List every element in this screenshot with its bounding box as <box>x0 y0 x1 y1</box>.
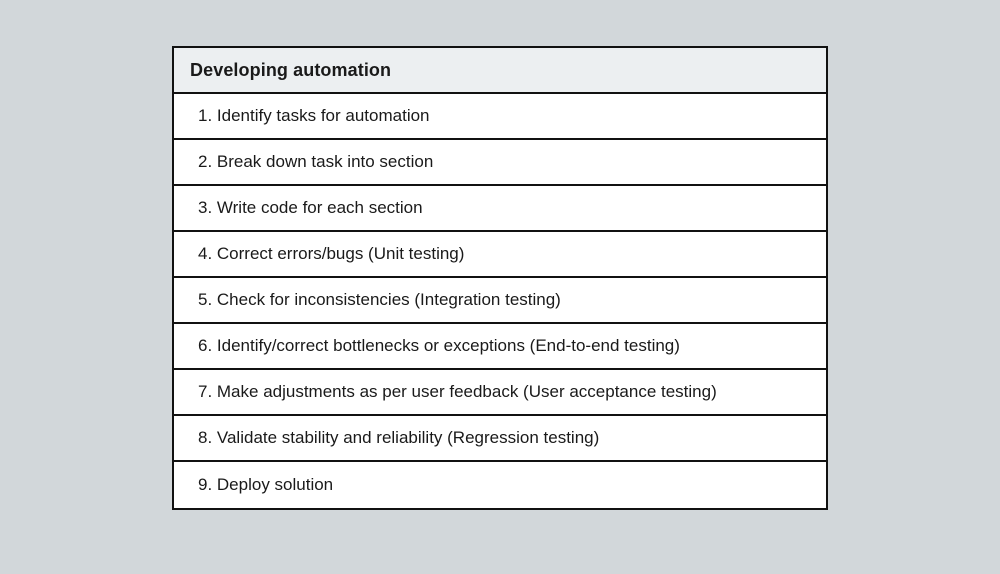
step-label: 9. Deploy solution <box>198 475 334 494</box>
table-header: Developing automation <box>174 48 826 94</box>
step-label: 2. Break down task into section <box>198 152 434 171</box>
step-label: 1. Identify tasks for automation <box>198 106 430 125</box>
table-row: 9. Deploy solution <box>174 462 826 508</box>
table-row: 6. Identify/correct bottlenecks or excep… <box>174 324 826 370</box>
developing-automation-table: Developing automation 1. Identify tasks … <box>172 46 828 510</box>
table-row: 4. Correct errors/bugs (Unit testing) <box>174 232 826 278</box>
step-label: 4. Correct errors/bugs (Unit testing) <box>198 244 465 263</box>
table-row: 3. Write code for each section <box>174 186 826 232</box>
step-label: 8. Validate stability and reliability (R… <box>198 428 600 447</box>
table-row: 5. Check for inconsistencies (Integratio… <box>174 278 826 324</box>
table-title: Developing automation <box>190 59 392 80</box>
step-label: 3. Write code for each section <box>198 198 423 217</box>
table-row: 1. Identify tasks for automation <box>174 94 826 140</box>
table-row: 2. Break down task into section <box>174 140 826 186</box>
table-row: 8. Validate stability and reliability (R… <box>174 416 826 462</box>
step-label: 5. Check for inconsistencies (Integratio… <box>198 290 561 309</box>
step-label: 7. Make adjustments as per user feedback… <box>198 382 717 401</box>
step-label: 6. Identify/correct bottlenecks or excep… <box>198 336 680 355</box>
table-body: 1. Identify tasks for automation 2. Brea… <box>174 94 826 508</box>
table-row: 7. Make adjustments as per user feedback… <box>174 370 826 416</box>
